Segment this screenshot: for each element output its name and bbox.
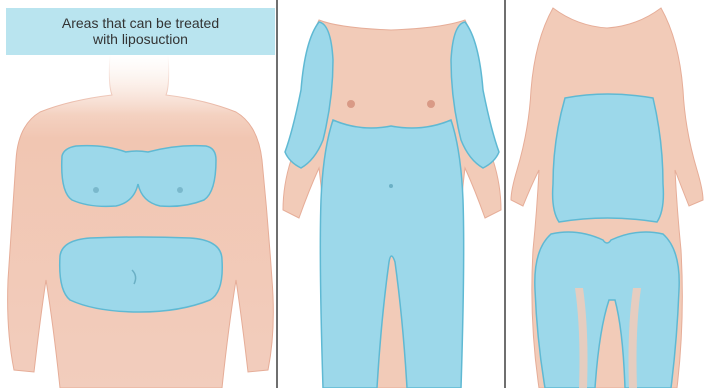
figure-front-full <box>279 0 504 388</box>
caption-line-2: with liposuction <box>6 31 275 47</box>
caption-box: Areas that can be treated with liposucti… <box>6 8 275 55</box>
figure-back <box>507 0 706 388</box>
figure-panel-back <box>507 0 706 388</box>
treated-region-back <box>553 94 664 222</box>
figure-panel-front-full <box>279 0 504 388</box>
figure-front-chest-abdomen <box>0 0 276 388</box>
figure-panel-front-chest-abdomen <box>0 0 276 388</box>
caption-line-1: Areas that can be treated <box>6 15 275 31</box>
panel-divider <box>276 0 278 388</box>
panel-divider <box>504 0 506 388</box>
treated-region-abdomen <box>60 237 223 312</box>
